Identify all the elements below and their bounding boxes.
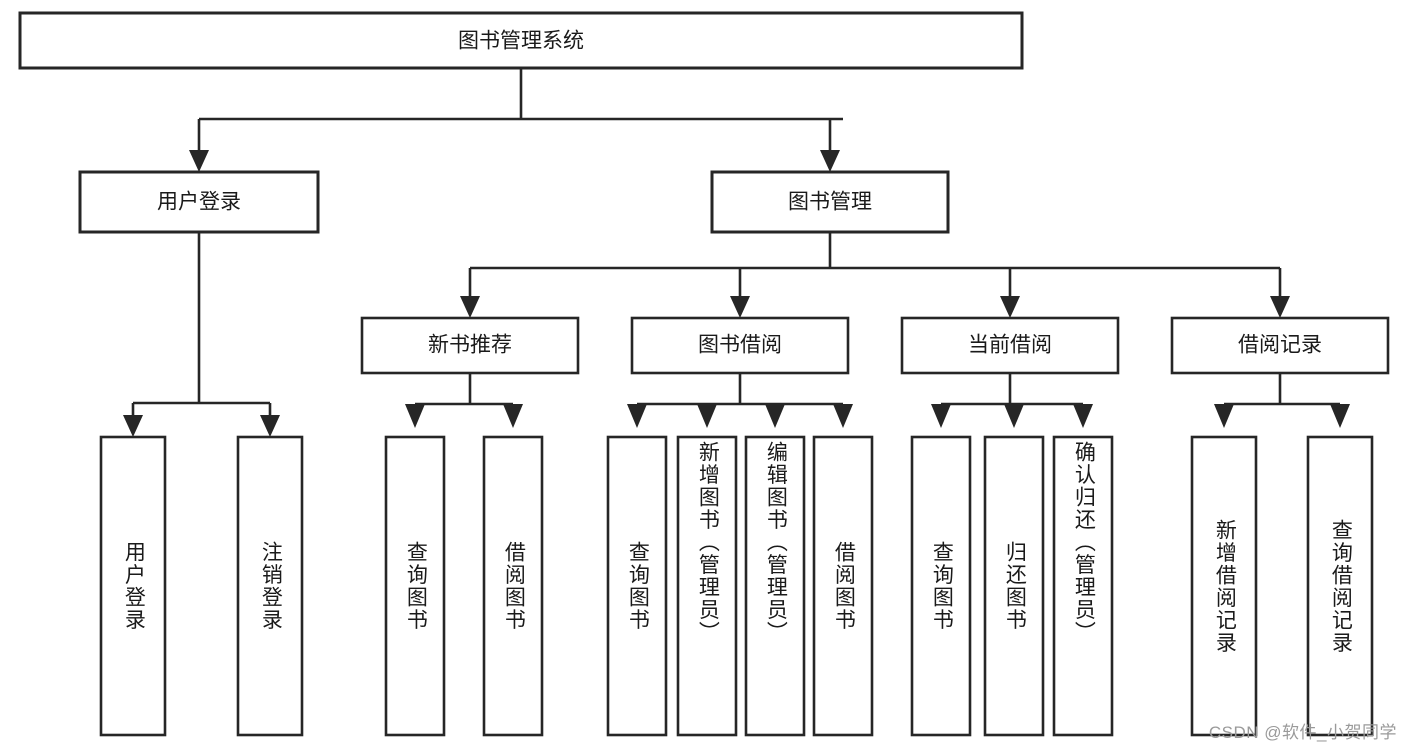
leaf-label-wrap-query-book-current: 查询图书 [912,437,970,735]
leaf-label-wrap-return-book: 归还图书 [985,437,1043,735]
leaf-box-query-borrow-record[interactable] [1306,435,1374,737]
leaf-label-wrap-user-logout: 注销登录 [238,437,302,735]
leaf-box-add-borrow-record[interactable] [1190,435,1258,737]
node-book-manage[interactable]: 图书管理 [710,170,950,234]
leaf-label-wrap-user-login: 用户登录 [101,437,165,735]
leaf-box-add-book-admin[interactable] [676,435,738,737]
connector-userlogin-to-leaves [123,232,280,437]
leaf-box-query-book-borrow[interactable] [606,435,668,737]
leaf-box-edit-book-admin[interactable] [744,435,806,737]
leaf-label-wrap-add-borrow-record: 新增借阅记录 [1192,437,1256,735]
node-current-borrow[interactable]: 当前借阅 [900,316,1120,375]
connector-borrowrecord-to-leaves [1214,373,1350,428]
leaf-label-borrow-book-new: 借阅图书 [502,541,526,631]
leaf-label-query-book-current: 查询图书 [930,541,954,631]
connector-bookborrow-to-leaves [627,373,853,428]
leaf-box-borrow-book[interactable] [812,435,874,737]
leaf-box-return-book[interactable] [983,435,1045,737]
node-borrow-record[interactable]: 借阅记录 [1170,316,1390,375]
leaf-label-add-borrow-record: 新增借阅记录 [1213,518,1237,654]
node-user-login-label: 用户登录 [157,191,241,214]
leaf-label-wrap-add-book-admin: 新增图书（管理员） [678,437,736,735]
node-user-login[interactable]: 用户登录 [78,170,320,234]
leaf-label-query-book-new: 查询图书 [404,541,428,631]
leaf-label-wrap-borrow-book-new: 借阅图书 [484,437,542,735]
leaf-boxes [99,435,1374,737]
connector-root-to-level2 [189,68,843,172]
leaf-box-borrow-book-new[interactable] [482,435,544,737]
connector-currentborrow-to-leaves [931,373,1093,428]
leaf-label-query-borrow-record: 查询借阅记录 [1329,518,1353,654]
node-book-borrow-label: 图书借阅 [698,334,782,357]
leaf-label-wrap-query-book-borrow: 查询图书 [608,437,666,735]
leaf-label-wrap-confirm-return-admin: 确认归还（管理员） [1054,437,1112,735]
leaf-label-wrap-query-borrow-record: 查询借阅记录 [1308,437,1372,735]
node-root[interactable]: 图书管理系统 [18,11,1024,70]
leaf-label-add-book-admin: 新增图书（管理员） [696,441,720,644]
leaf-label-edit-book-admin: 编辑图书（管理员） [764,441,788,644]
leaf-box-user-login[interactable] [99,435,167,737]
leaf-box-query-book-new[interactable] [384,435,446,737]
leaf-label-confirm-return-admin: 确认归还（管理员） [1072,441,1096,644]
leaf-label-wrap-edit-book-admin: 编辑图书（管理员） [746,437,804,735]
leaf-box-user-logout[interactable] [236,435,304,737]
node-root-label: 图书管理系统 [458,30,584,53]
leaf-label-wrap-borrow-book: 借阅图书 [814,437,872,735]
connector-newbook-to-leaves [405,373,523,428]
leaf-box-confirm-return-admin[interactable] [1052,435,1114,737]
node-book-manage-label: 图书管理 [788,191,872,214]
leaf-box-query-book-current[interactable] [910,435,972,737]
leaf-label-borrow-book: 借阅图书 [832,541,856,631]
leaf-label-return-book: 归还图书 [1003,541,1027,631]
leaf-label-user-login: 用户登录 [122,541,146,631]
node-new-book-recommend[interactable]: 新书推荐 [360,316,580,375]
node-current-borrow-label: 当前借阅 [968,334,1052,357]
leaf-label-user-logout: 注销登录 [259,541,283,631]
watermark-text: CSDN @软件_小贺同学 [1208,723,1397,742]
node-new-book-recommend-label: 新书推荐 [428,334,512,357]
leaf-label-query-book-borrow: 查询图书 [626,541,650,631]
leaf-label-wrap-query-book-new: 查询图书 [386,437,444,735]
node-book-borrow[interactable]: 图书借阅 [630,316,850,375]
node-borrow-record-label: 借阅记录 [1238,334,1322,357]
connector-bookmanage-to-level3 [460,232,1290,318]
